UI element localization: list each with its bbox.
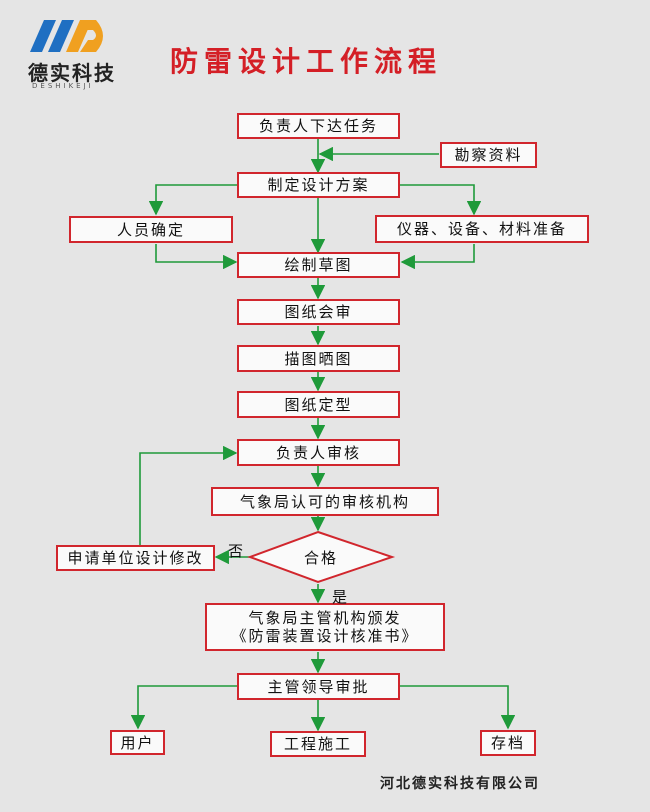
arrow-plan-equipment [400,184,482,216]
node-agency-review: 气象局认可的审核机构 [211,487,439,516]
node-equipment: 仪器、设备、材料准备 [375,215,589,243]
node-draft: 绘制草图 [237,252,400,278]
node-assign-task: 负责人下达任务 [237,113,400,139]
node-staff: 人员确定 [69,216,233,243]
footer-company: 河北德实科技有限公司 [380,776,540,792]
node-drawing-review: 图纸会审 [237,299,400,325]
arrow-revise-lead [139,445,238,545]
decision-label: 合格 [304,549,338,567]
node-survey-data: 勘察资料 [440,142,537,168]
node-finalize: 图纸定型 [237,391,400,418]
node-lead-review: 负责人审核 [237,439,400,466]
issue-line-1: 气象局主管机构颁发 [248,609,402,627]
node-trace-print: 描图晒图 [237,345,400,372]
decision-diamond [247,530,396,584]
node-user: 用户 [110,730,165,755]
page-title: 防雷设计工作流程 [170,45,443,78]
node-design-plan: 制定设计方案 [237,172,400,198]
company-logo [30,20,103,52]
label-yes: 是 [332,588,348,606]
arrow-approve-user [130,685,238,730]
brand-name: 德实科技 [28,61,116,85]
label-no: 否 [228,542,244,560]
arrow-plan-staff [148,184,238,216]
arrow-approve-archive [400,685,516,730]
issue-line-2: 《防雷装置设计核准书》 [231,627,419,645]
node-leader-approval: 主管领导审批 [237,673,400,700]
node-construction: 工程施工 [270,731,366,757]
node-issue-certificate: 气象局主管机构颁发 《防雷装置设计核准书》 [205,603,445,651]
brand-subtitle: DESHIKEJI [32,82,94,90]
arrow-equipment-draft [400,244,475,270]
node-archive: 存档 [480,730,536,756]
node-revise-design: 申请单位设计修改 [56,545,215,571]
arrow-staff-draft [155,244,238,270]
